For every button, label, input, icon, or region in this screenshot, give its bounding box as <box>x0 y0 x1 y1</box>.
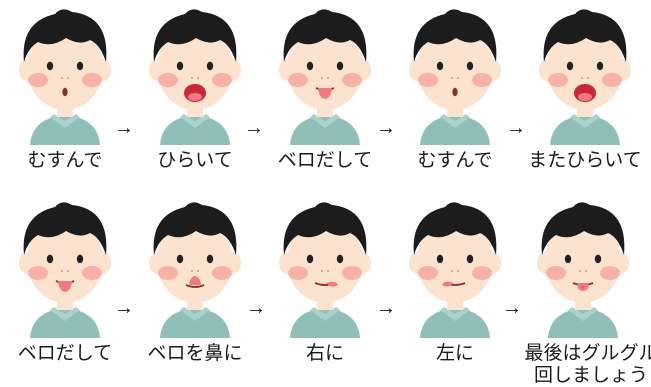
step-caption: ベロだして <box>277 150 373 171</box>
step-caption: またひらいて <box>528 150 642 171</box>
step-card: またひらいて <box>520 0 650 192</box>
step-caption: ベロだして <box>17 343 113 364</box>
step-card: ひらいて <box>130 0 260 192</box>
exercise-row-2: ベロだして → ベロを鼻に → 右に → 左に → 最後はグルグル 回しましょう <box>0 193 651 386</box>
step-card: ベロを鼻に <box>130 193 260 385</box>
arrow-right-icon: → <box>506 117 526 139</box>
step-card: ベロだして <box>0 193 130 385</box>
step-card: 右に <box>260 193 390 385</box>
boy-face-icon <box>149 9 241 145</box>
step-caption: 左に <box>435 343 474 364</box>
boy-face-icon <box>539 9 631 145</box>
arrow-right-icon: → <box>246 297 266 319</box>
arrow-right-icon: → <box>376 117 396 139</box>
boy-face-icon <box>279 9 371 145</box>
step-caption: むすんで <box>27 150 103 171</box>
arrow-right-icon: → <box>502 297 522 319</box>
boy-face-icon <box>19 202 111 338</box>
step-card: むすんで <box>390 0 520 192</box>
step-card: 左に <box>390 193 520 385</box>
boy-face-icon <box>279 202 371 338</box>
boy-face-icon <box>149 202 241 338</box>
exercise-row-1: むすんで → ひらいて → ベロだして → むすんで → またひらいて <box>0 0 651 190</box>
boy-face-icon <box>537 202 629 338</box>
arrow-right-icon: → <box>114 297 134 319</box>
step-caption: ベロを鼻に <box>147 343 243 364</box>
arrow-right-icon: → <box>376 297 396 319</box>
arrow-right-icon: → <box>114 117 134 139</box>
arrow-right-icon: → <box>244 117 264 139</box>
step-card: 最後はグルグル 回しましょう <box>518 193 651 386</box>
step-caption: 最後はグルグル <box>524 343 651 364</box>
step-caption: むすんで <box>417 150 493 171</box>
step-caption: 右に <box>305 343 344 364</box>
boy-face-icon <box>409 9 501 145</box>
boy-face-icon <box>19 9 111 145</box>
step-card: ベロだして <box>260 0 390 192</box>
step-caption: ひらいて <box>157 150 233 171</box>
step-caption-line-2: 回しましょう <box>533 365 648 386</box>
step-card: むすんで <box>0 0 130 192</box>
boy-face-icon <box>409 202 501 338</box>
